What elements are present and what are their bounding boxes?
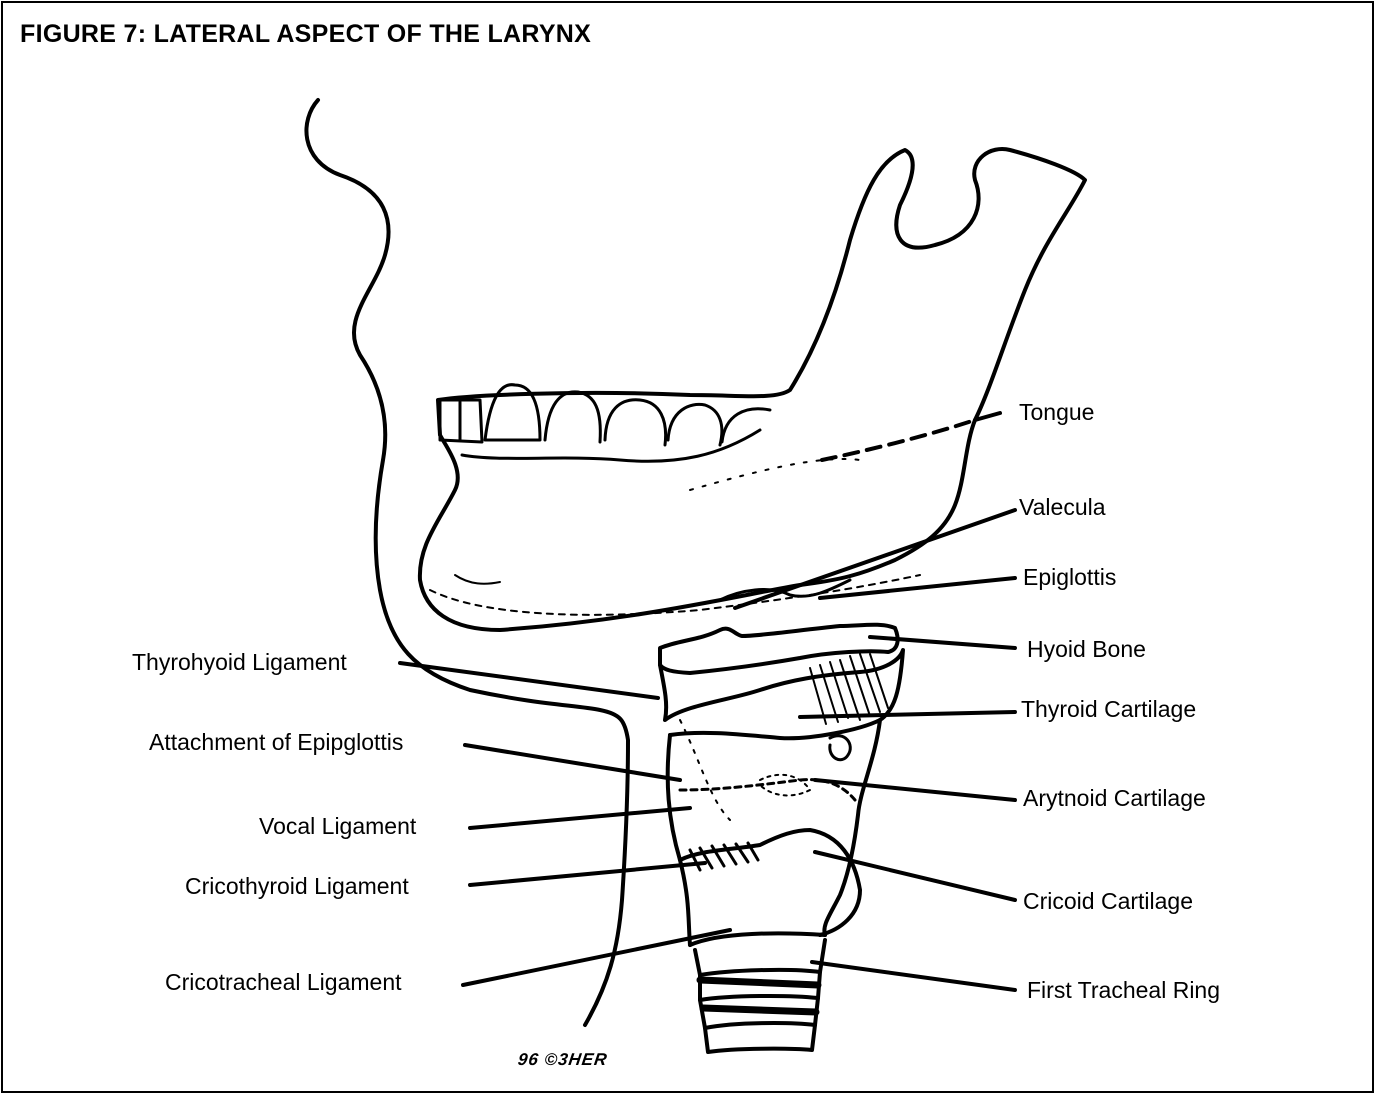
label-valecula: Valecula	[1019, 494, 1106, 521]
leader-thyrohyoid-ligament	[400, 663, 658, 698]
artist-signature: 96 ©3HER	[517, 1050, 609, 1070]
label-hyoid-bone: Hyoid Bone	[1027, 636, 1146, 663]
label-attachment-of-epiglottis: Attachment of Epipglottis	[149, 729, 403, 756]
mandible-outline	[420, 149, 1085, 630]
cricoid-cartilage-outline	[680, 830, 860, 935]
label-cricoid-cartilage: Cricoid Cartilage	[1023, 888, 1193, 915]
hyoid-bone-outline	[660, 625, 898, 673]
thyroid-cartilage-outline	[660, 650, 903, 738]
leader-cricotracheal-ligament	[463, 930, 730, 985]
leader-first-tracheal-ring	[812, 962, 1015, 990]
label-cricotracheal-ligament: Cricotracheal Ligament	[165, 969, 402, 996]
leader-cricothyroid-ligament	[470, 863, 705, 885]
tongue-dotted-line	[690, 459, 860, 490]
label-tongue: Tongue	[1019, 399, 1094, 426]
leader-attachment-of-epiglottis	[465, 745, 680, 780]
label-arytnoid-cartilage: Arytnoid Cartilage	[1023, 785, 1206, 812]
leader-thyroid-cartilage	[800, 712, 1015, 717]
tongue-dashed-outline	[822, 420, 975, 460]
trachea-rings	[690, 933, 825, 1052]
label-cricothyroid-ligament: Cricothyroid Ligament	[185, 873, 409, 900]
label-thyroid-cartilage: Thyroid Cartilage	[1021, 696, 1196, 723]
label-thyrohyoid-ligament: Thyrohyoid Ligament	[132, 649, 347, 676]
leader-vocal-ligament	[470, 808, 690, 828]
leader-hyoid-bone	[870, 637, 1015, 648]
label-first-tracheal-ring: First Tracheal Ring	[1027, 977, 1220, 1004]
label-epiglottis: Epiglottis	[1023, 564, 1116, 591]
arytenoid-cartilage-outline	[830, 736, 850, 760]
label-vocal-ligament: Vocal Ligament	[259, 813, 416, 840]
leader-lines-right	[735, 413, 1015, 990]
jaw-inner-line	[455, 575, 500, 584]
